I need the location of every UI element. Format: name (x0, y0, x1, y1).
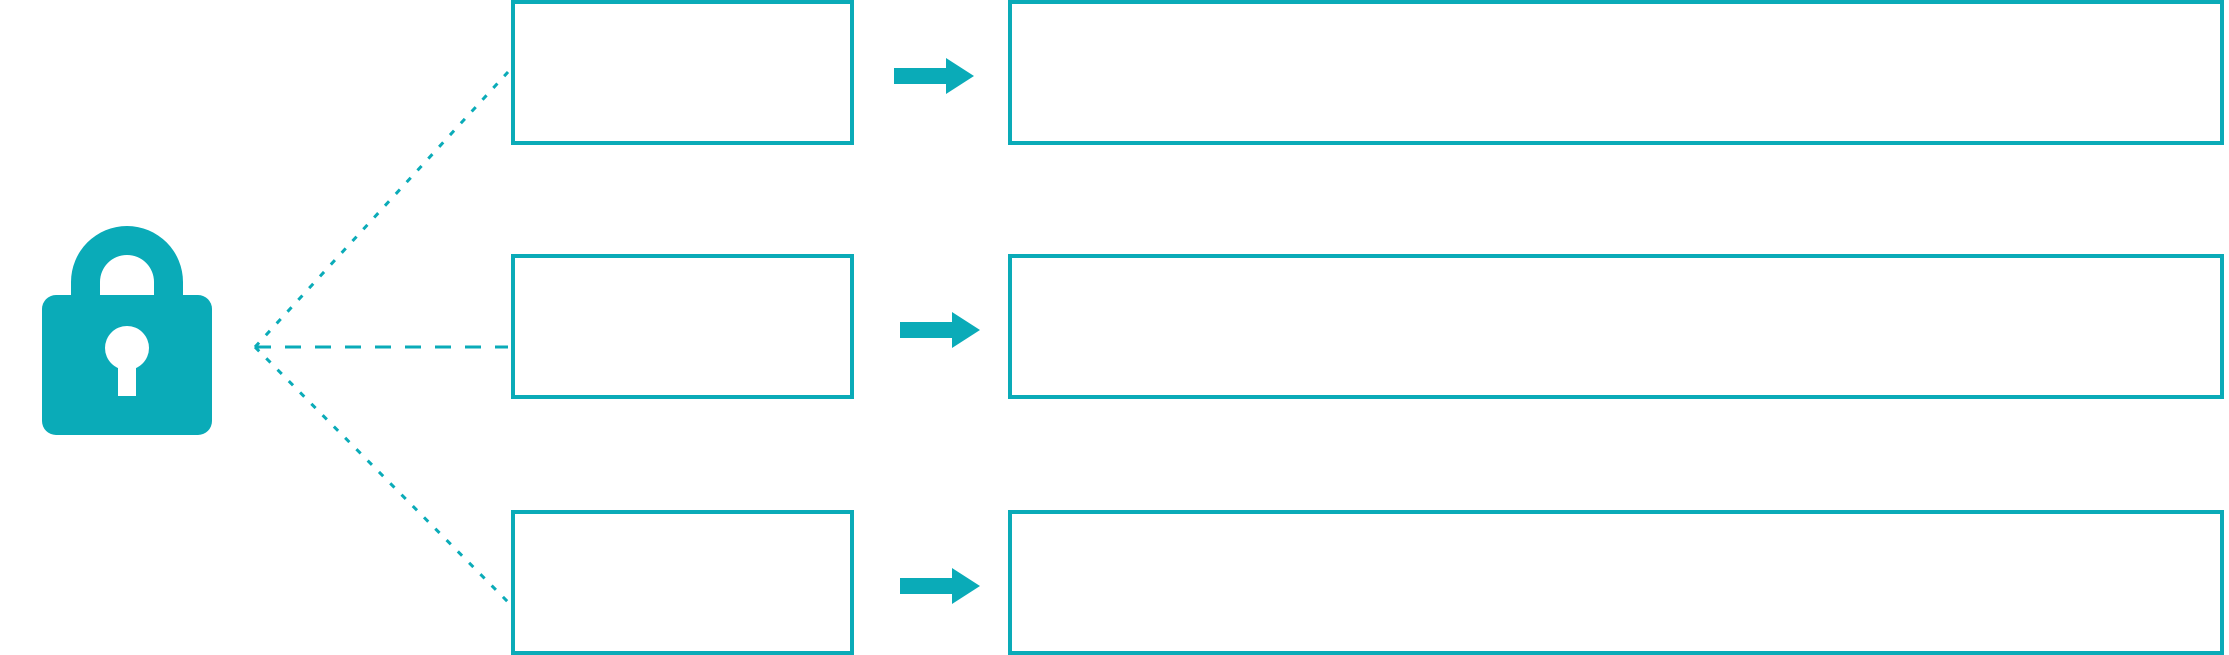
row-2-group (511, 254, 2224, 399)
connector-group (253, 70, 510, 604)
row-2-detail-box[interactable] (1008, 254, 2224, 399)
connector-to-row-1 (253, 70, 510, 349)
row-2-stage-box[interactable] (511, 254, 854, 399)
row-1-stage-box[interactable] (511, 0, 854, 145)
row-3-arrow-right-icon (900, 568, 980, 604)
row-3-group (511, 510, 2224, 655)
row-1-arrow-right-icon (894, 58, 974, 94)
connector-to-row-3 (253, 345, 510, 604)
row-2-arrow-right-icon (900, 312, 980, 348)
row-3-detail-box[interactable] (1008, 510, 2224, 655)
lock-icon (42, 226, 212, 435)
row-1-detail-box[interactable] (1008, 0, 2224, 145)
row-3-stage-box[interactable] (511, 510, 854, 655)
row-1-group (511, 0, 2224, 145)
